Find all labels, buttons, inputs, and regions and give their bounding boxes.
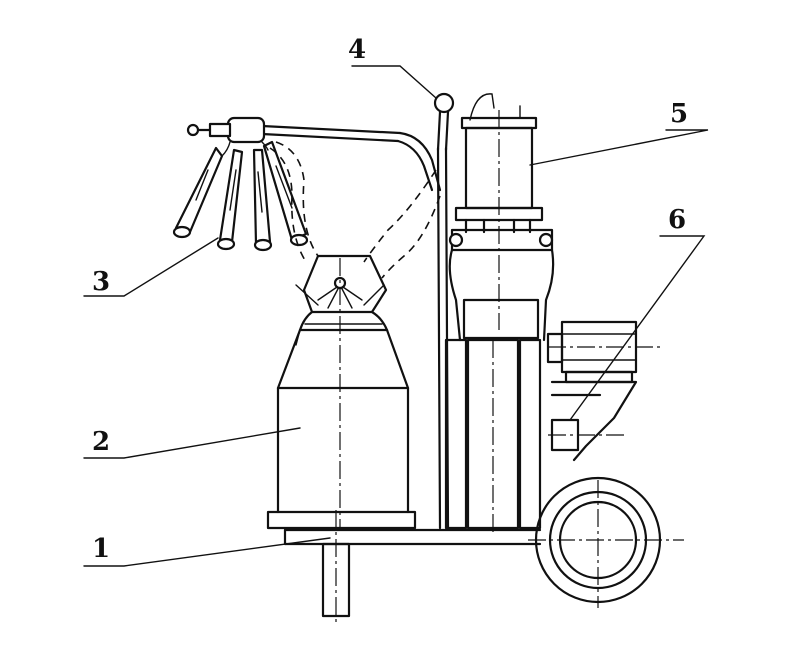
motor [546, 320, 660, 384]
teat-cup-4 [262, 140, 309, 247]
label-1: 1 [92, 534, 110, 564]
teat-cup-3 [252, 148, 273, 252]
wheel [528, 476, 684, 608]
vacuum-cylinder [454, 110, 544, 330]
label-6: 6 [668, 205, 686, 235]
label-5: 5 [670, 99, 688, 129]
teat-cup-1 [172, 146, 224, 239]
leader-lines [83, 65, 709, 567]
base-frame [283, 510, 542, 625]
pulsator [433, 92, 521, 152]
lower-bracket [548, 380, 638, 462]
label-2: 2 [92, 427, 110, 457]
handle-arm [260, 124, 442, 192]
hoses [269, 141, 441, 279]
pump-housing [444, 218, 555, 535]
label-3: 3 [92, 267, 110, 297]
mast [436, 146, 450, 530]
teat-cup-2 [216, 148, 244, 251]
label-4: 4 [348, 35, 366, 65]
milk-bucket [266, 254, 417, 530]
milking-cluster [172, 116, 309, 252]
